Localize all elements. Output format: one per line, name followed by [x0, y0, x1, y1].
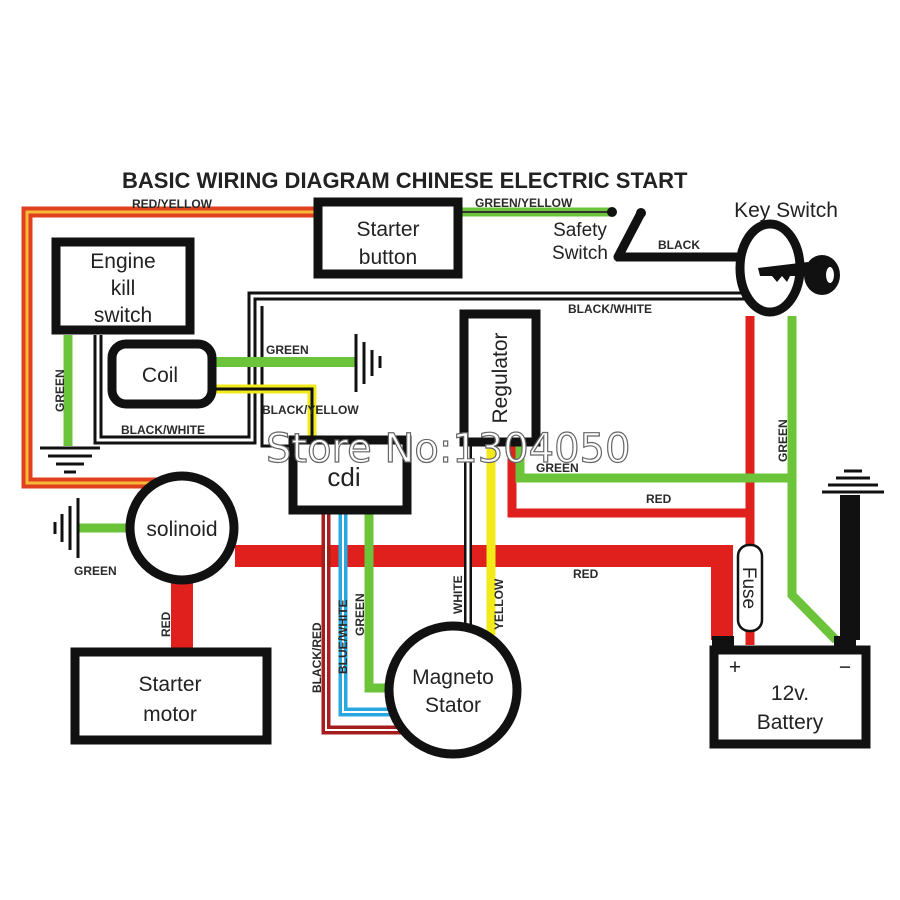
wire-black-white — [93, 291, 748, 448]
svg-text:Stator: Stator — [425, 694, 481, 717]
label-red-yellow: RED/YELLOW — [132, 197, 213, 211]
label-black: BLACK — [658, 238, 700, 252]
svg-text:Starter: Starter — [356, 218, 419, 241]
svg-text:switch: switch — [94, 304, 152, 327]
wire-green-regulator — [515, 440, 792, 483]
label-red-starter: RED — [159, 611, 173, 637]
starter-button: Starter button — [313, 197, 463, 279]
ground-icon-coil — [354, 334, 382, 392]
label-red-regulator: RED — [646, 492, 672, 506]
wire-red-regulator — [507, 440, 752, 518]
battery-plus: + — [729, 656, 741, 679]
wire-green-stator — [364, 510, 392, 693]
wire-green-key — [787, 316, 840, 644]
engine-kill-switch: Engine kill switch — [51, 237, 195, 335]
regulator: Regulator — [459, 309, 541, 447]
svg-text:Battery: Battery — [757, 711, 824, 734]
label-black-white-bottom: BLACK/WHITE — [121, 423, 205, 437]
svg-text:motor: motor — [143, 703, 197, 726]
wire-red-main — [235, 545, 733, 640]
key-switch: Key Switch — [734, 199, 840, 317]
diagram-title: BASIC WIRING DIAGRAM CHINESE ELECTRIC ST… — [122, 168, 688, 193]
svg-text:Switch: Switch — [552, 243, 608, 264]
svg-text:Fuse: Fuse — [738, 567, 759, 609]
wire-black-red — [321, 510, 410, 735]
wire-blue-white — [338, 510, 400, 717]
ground-icon-battery — [822, 469, 884, 494]
store-watermark: Store No:1304050 — [266, 426, 630, 472]
label-green-coil: GREEN — [266, 343, 309, 357]
label-black-red: BLACK/RED — [310, 622, 324, 693]
label-green-regulator: GREEN — [536, 461, 579, 475]
cdi: cdi — [288, 435, 412, 515]
svg-text:button: button — [359, 246, 417, 269]
svg-text:Starter: Starter — [138, 673, 201, 696]
wires — [21, 206, 860, 735]
battery-minus: − — [839, 656, 851, 679]
starter-motor: Starter motor — [70, 647, 272, 745]
svg-text:Engine: Engine — [90, 250, 155, 273]
fuse: Fuse — [736, 543, 764, 633]
solinoid: solinoid — [125, 471, 239, 585]
svg-text:Magneto: Magneto — [412, 666, 494, 689]
svg-text:solinoid: solinoid — [146, 518, 217, 541]
svg-text:Key Switch: Key Switch — [734, 199, 838, 222]
label-white: WHITE — [451, 575, 465, 614]
label-green-kill: GREEN — [53, 369, 67, 412]
label-black-yellow: BLACK/YELLOW — [262, 403, 359, 417]
coil: Coil — [107, 339, 217, 409]
svg-text:cdi: cdi — [327, 462, 360, 492]
svg-text:Coil: Coil — [142, 364, 178, 387]
svg-text:Safety: Safety — [553, 220, 607, 241]
magneto-stator: Magneto Stator — [384, 621, 522, 759]
label-green-stator: GREEN — [353, 593, 367, 636]
ground-icon-solinoid — [53, 498, 80, 558]
label-black-white-top: BLACK/WHITE — [568, 302, 652, 316]
label-yellow: YELLOW — [492, 578, 506, 630]
label-green-solinoid: GREEN — [74, 564, 117, 578]
wire-red-yellow — [21, 206, 318, 489]
battery: + − 12v. Battery — [709, 636, 871, 749]
label-green-yellow: GREEN/YELLOW — [475, 196, 573, 210]
ground-icon-kill — [40, 446, 100, 474]
wire-labels: RED/YELLOW GREEN/YELLOW BLACK BLACK/WHIT… — [53, 196, 790, 693]
svg-text:kill: kill — [111, 277, 136, 300]
svg-text:Regulator: Regulator — [489, 332, 512, 423]
safety-switch: Safety Switch — [552, 207, 646, 264]
label-red-main: RED — [573, 567, 599, 581]
label-green-key: GREEN — [776, 419, 790, 462]
svg-text:12v.: 12v. — [771, 682, 809, 705]
key-icon — [758, 255, 840, 295]
wire-black-yellow — [214, 384, 317, 440]
label-blue-white: BLUE/WHITE — [336, 599, 350, 674]
